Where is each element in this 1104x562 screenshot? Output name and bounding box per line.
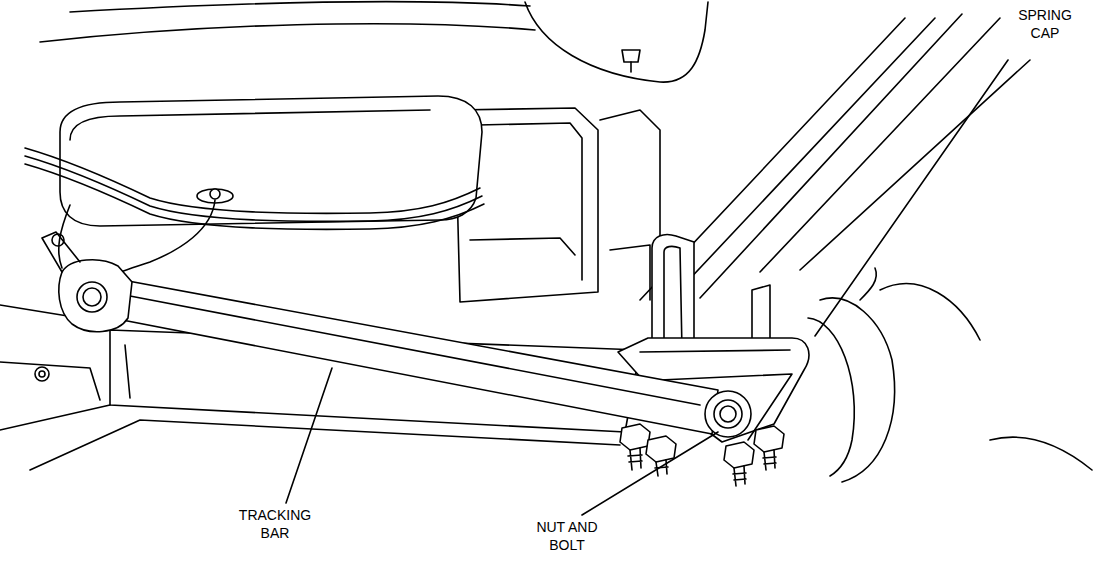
axle-housing — [0, 405, 110, 430]
leader-line — [286, 368, 332, 503]
leaf-spring — [668, 18, 935, 302]
nut — [620, 424, 650, 450]
tire — [808, 318, 854, 476]
bracket-tab — [42, 232, 80, 272]
tracking-bar — [130, 296, 700, 405]
frame-hole — [39, 371, 45, 377]
crossmember — [478, 123, 582, 280]
frame-rail — [0, 362, 100, 400]
fuel-tank — [60, 96, 482, 226]
frame-bracket — [610, 245, 650, 300]
part-label: TRACKING BAR — [229, 506, 321, 542]
u-bolt — [664, 246, 682, 350]
axle-housing — [30, 420, 620, 470]
tire — [880, 284, 980, 340]
tire — [820, 298, 895, 482]
bolt-head — [77, 282, 107, 312]
body-contour — [525, 2, 708, 82]
crossmember — [470, 238, 575, 255]
part-label: SPRING CAP — [1012, 6, 1078, 42]
body-mount — [622, 50, 640, 62]
leader-line — [815, 60, 1008, 336]
thread — [628, 448, 642, 470]
nut — [754, 426, 784, 452]
leaf-spring — [760, 18, 1000, 272]
part-label: NUT AND BOLT — [527, 518, 607, 554]
frame-hole — [35, 367, 49, 381]
nut-and-bolt — [720, 406, 736, 422]
tracking-bar-bracket — [59, 260, 132, 332]
axle-housing — [125, 345, 130, 398]
leaf-spring — [800, 60, 1030, 270]
u-bolt — [752, 285, 770, 345]
spring-cap — [640, 350, 790, 352]
leader-line — [582, 432, 718, 515]
thread — [655, 460, 668, 476]
frame-bracket — [600, 110, 660, 300]
u-bolt — [652, 235, 694, 351]
tracking-bar-eye — [705, 391, 751, 437]
body-contour — [40, 24, 535, 42]
tire — [990, 437, 1092, 470]
fuel-tank — [70, 110, 430, 140]
leaf-spring — [700, 14, 962, 298]
hose-bundle — [25, 164, 484, 229]
nut — [724, 442, 754, 468]
tracking-bar — [112, 278, 718, 434]
tank-fitting — [210, 189, 220, 199]
bolt-head — [83, 288, 101, 306]
thread — [763, 450, 776, 470]
thread — [733, 466, 746, 486]
tire — [860, 268, 876, 300]
nut-and-bolt — [714, 400, 742, 428]
body-contour — [70, 2, 530, 12]
body-mount — [630, 62, 632, 72]
nut — [646, 436, 676, 462]
